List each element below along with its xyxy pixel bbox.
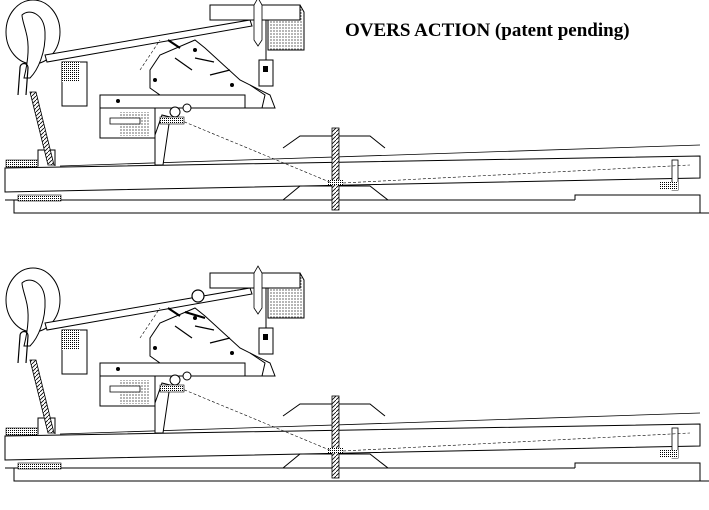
page-title: OVERS ACTION (patent pending) <box>345 20 630 41</box>
action-diagram-keystroke <box>4 265 709 482</box>
